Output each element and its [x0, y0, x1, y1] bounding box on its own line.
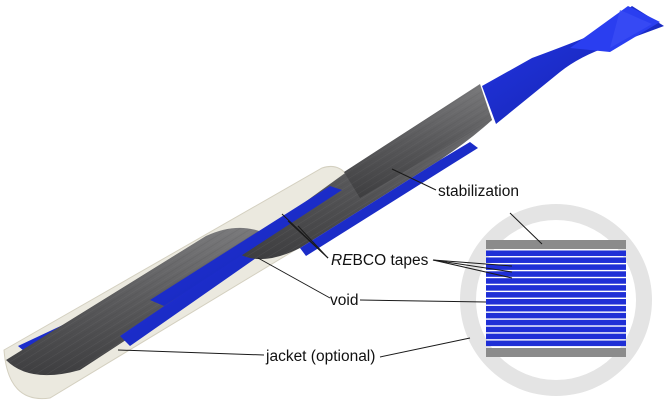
leader-rebco-section-3 [432, 259, 513, 279]
label-rebco-prefix: RE [331, 252, 353, 269]
cross-section-tape [486, 326, 626, 333]
cross-section-tape [486, 312, 626, 319]
cross-section-stabilization-top [486, 240, 626, 249]
leader-rebco-section-2 [432, 259, 513, 273]
tape-twist-middle [150, 186, 342, 306]
label-stabilization: stabilization [438, 183, 519, 200]
cross-section-tape [486, 271, 626, 277]
cross-section-tape [486, 264, 626, 270]
cross-section-tape [486, 250, 626, 257]
label-void: void [330, 292, 358, 309]
leader-rebco-2 [287, 220, 329, 259]
cross-section-tape [486, 333, 626, 340]
leader-stabilization-cable [391, 168, 437, 191]
cross-section-tape [486, 340, 626, 347]
leader-rebco-section-1 [432, 259, 513, 267]
cross-section-tape [486, 299, 626, 305]
leader-stabilization-section [509, 212, 543, 245]
cross-section-tape [486, 278, 626, 284]
cross-section-stabilization-bottom [486, 348, 626, 357]
cross-section-tape [486, 319, 626, 326]
leader-rebco-3 [297, 225, 329, 259]
label-rebco-tapes: REBCO tapes [331, 252, 429, 269]
leader-jacket-section [379, 337, 471, 358]
tape-edge-middle [300, 142, 478, 256]
leader-void-section [359, 299, 487, 303]
cross-section-tape [486, 292, 626, 298]
cross-section-tape [486, 285, 626, 291]
label-rebco-suffix: BCO tapes [353, 252, 429, 269]
label-jacket: jacket (optional) [265, 348, 375, 365]
cross-section-tape-stack [486, 250, 626, 347]
cross-section [460, 204, 652, 396]
leader-jacket-cable [117, 349, 265, 356]
cross-section-tape [486, 257, 626, 263]
leader-void-cable [257, 257, 331, 299]
cross-section-tape [486, 305, 626, 312]
